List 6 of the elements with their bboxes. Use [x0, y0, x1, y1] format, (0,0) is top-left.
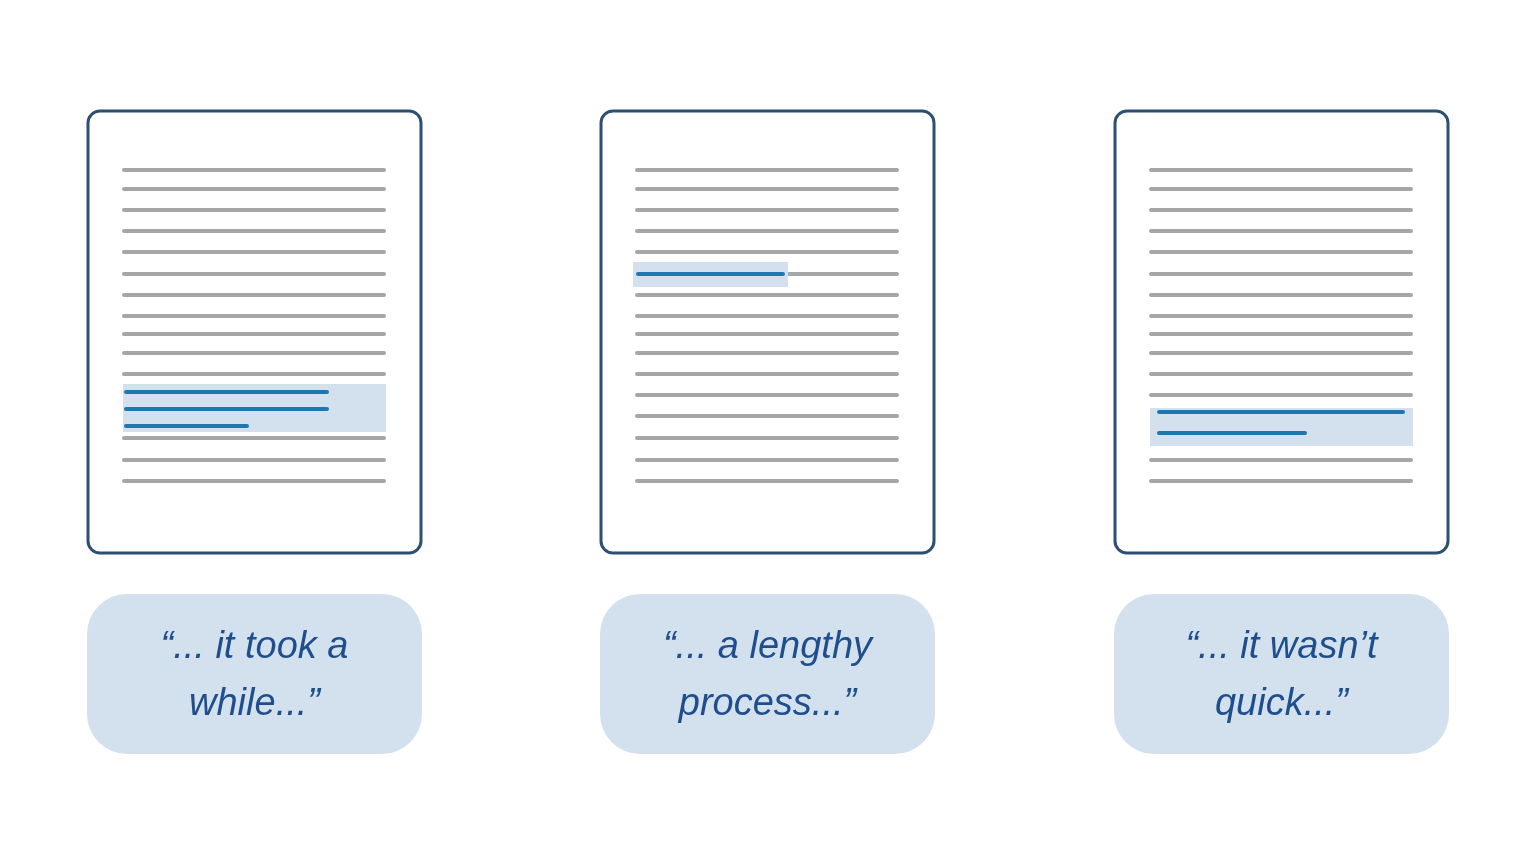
quote-box — [87, 594, 422, 754]
quote-box — [600, 594, 935, 754]
quote-text: “... a lengthy process...” — [661, 623, 875, 725]
quote-text: “... it wasn’t quick...” — [1184, 623, 1380, 725]
quote-text: “... it took a while...” — [159, 623, 350, 725]
quote-box — [1114, 594, 1449, 754]
